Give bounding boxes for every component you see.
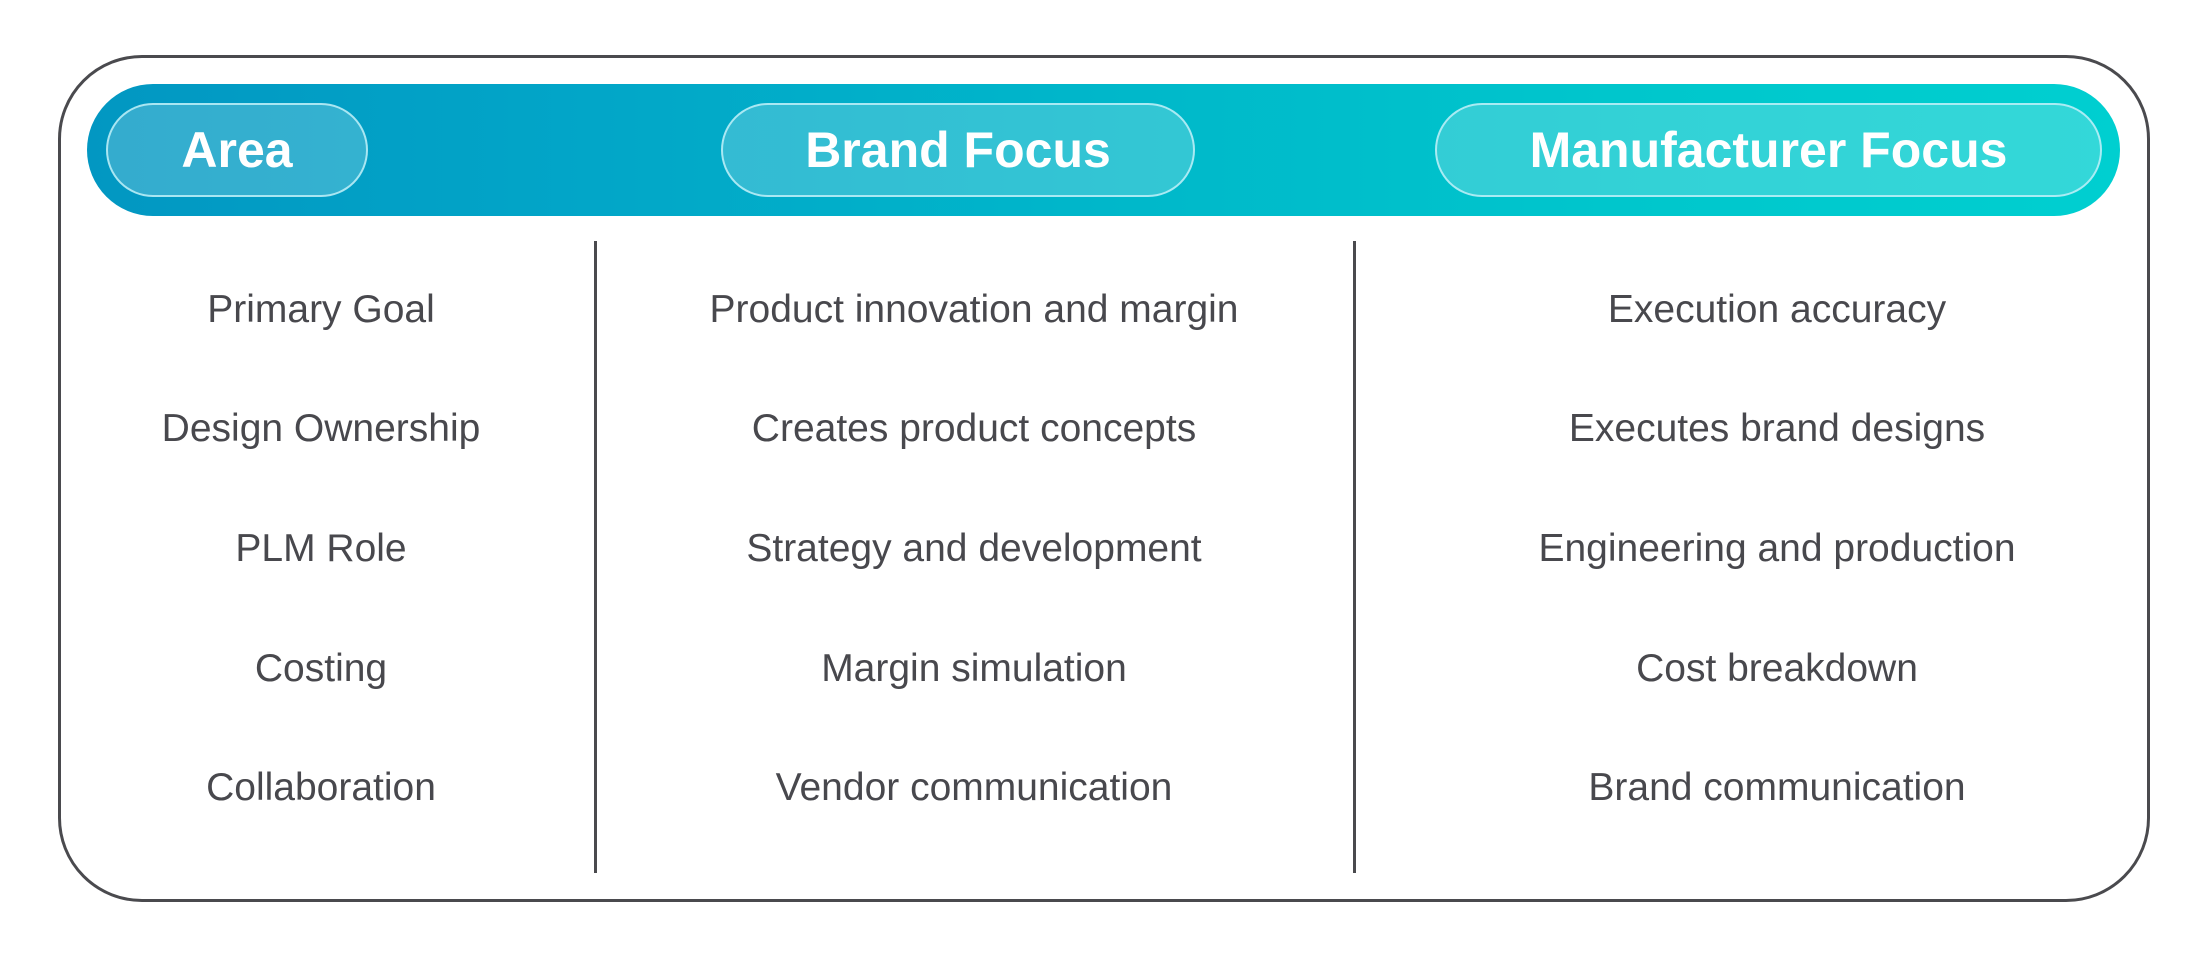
row-label-plm-role: PLM Role xyxy=(235,527,407,570)
manufacturer-cell-costing: Cost breakdown xyxy=(1636,647,1918,690)
brand-cell-collaboration: Vendor communication xyxy=(775,766,1173,809)
header-brand-focus: Brand Focus xyxy=(721,103,1195,197)
column-divider-2 xyxy=(1353,241,1356,873)
row-label-design-ownership: Design Ownership xyxy=(161,407,481,450)
header-manufacturer-focus: Manufacturer Focus xyxy=(1435,103,2102,197)
brand-cell-costing: Margin simulation xyxy=(821,647,1127,690)
brand-cell-plm-role: Strategy and development xyxy=(746,527,1202,570)
row-label-costing: Costing xyxy=(254,647,388,690)
manufacturer-cell-collaboration: Brand communication xyxy=(1588,766,1966,809)
manufacturer-cell-primary-goal: Execution accuracy xyxy=(1607,288,1947,331)
header-area: Area xyxy=(106,103,368,197)
row-label-collaboration: Collaboration xyxy=(206,766,436,809)
brand-cell-design-ownership: Creates product concepts xyxy=(751,407,1197,450)
column-divider-1 xyxy=(594,241,597,873)
manufacturer-cell-design-ownership: Executes brand designs xyxy=(1568,407,1986,450)
manufacturer-cell-plm-role: Engineering and production xyxy=(1538,527,2016,570)
brand-cell-primary-goal: Product innovation and margin xyxy=(709,288,1239,331)
table-header-bar xyxy=(87,84,2120,216)
row-label-primary-goal: Primary Goal xyxy=(207,288,435,331)
